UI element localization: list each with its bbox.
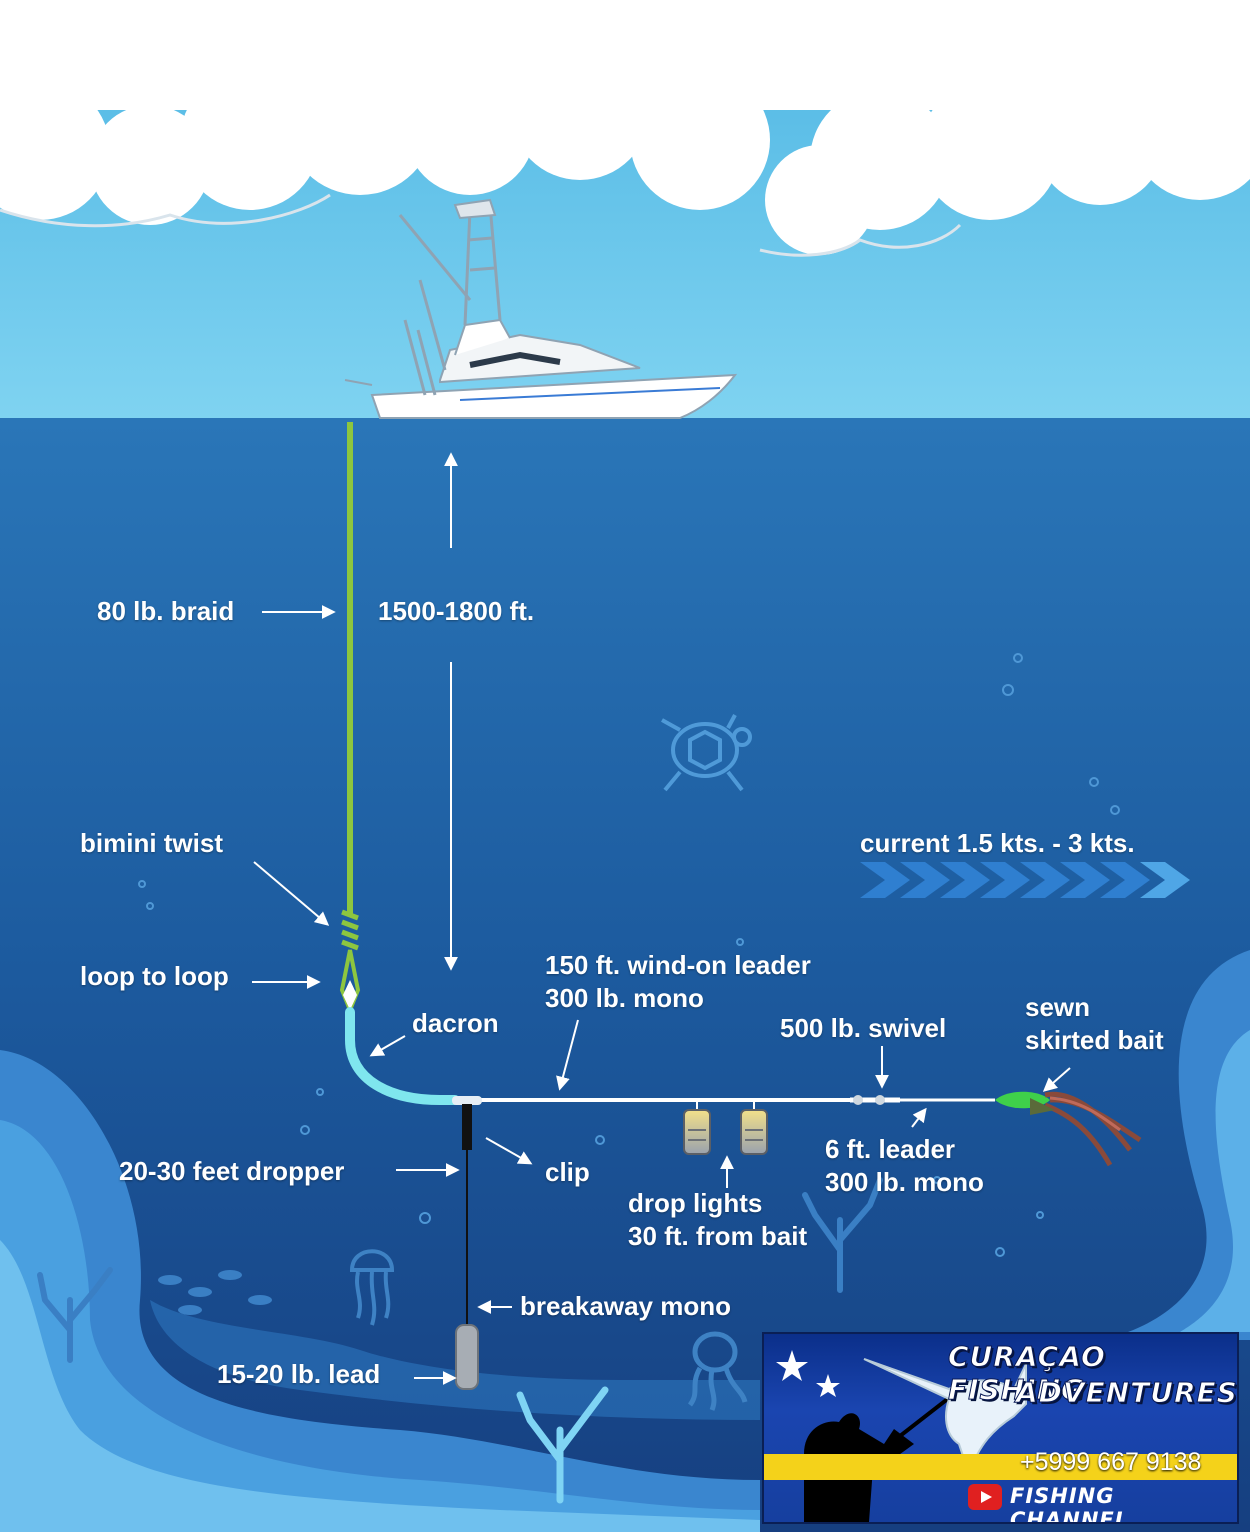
octopus-icon: [687, 1331, 748, 1411]
bait-label-line-1: sewn: [1025, 992, 1091, 1022]
logo-title-line-1: CURAÇAO FISHING: [948, 1340, 1106, 1407]
clip: [452, 1096, 482, 1105]
dacron-label: dacron: [412, 1008, 499, 1038]
lead-weight: [455, 1324, 479, 1390]
pointer-arrows: [252, 605, 1071, 1385]
clouds: [0, 0, 1250, 255]
phone-number: +5999 667 9138: [1020, 1448, 1202, 1476]
drop-lights-line-2: 30 ft. from bait: [628, 1221, 808, 1251]
clip-label: clip: [545, 1157, 590, 1187]
drop-light-2: [740, 1100, 768, 1155]
current-label: current 1.5 kts. - 3 kts.: [860, 828, 1135, 858]
loop-to-loop-label: loop to loop: [80, 961, 229, 991]
drop-light-1: [683, 1100, 711, 1155]
short-leader-label: 6 ft. leader 300 lb. mono: [825, 1133, 984, 1199]
swivel: [850, 1095, 900, 1105]
company-logo: CURAÇAO FISHING ADVENTURES +5999 667 913…: [762, 1332, 1239, 1524]
sportfishing-boat: [344, 198, 738, 419]
bimini-twist-knot: [341, 909, 359, 951]
cloud-shadows: [0, 193, 962, 257]
breakaway-label: breakaway mono: [520, 1291, 731, 1321]
swivel-label: 500 lb. swivel: [780, 1013, 947, 1043]
logo-title-line-2: ADVENTURES: [1016, 1376, 1238, 1410]
depth-label: 1500-1800 ft.: [378, 596, 535, 626]
coral-icon: [37, 1177, 883, 1363]
short-leader-length: 6 ft. leader: [825, 1134, 956, 1164]
wind-on-leader-strength: 300 lb. mono: [545, 983, 704, 1013]
dropper-label: 20-30 feet dropper: [119, 1156, 345, 1186]
bubbles: [138, 653, 1120, 1257]
current-arrows: [860, 862, 1190, 898]
turtle-icon: [661, 714, 752, 792]
coral-bottom-icon: [516, 1386, 609, 1504]
wind-on-leader-length: 150 ft. wind-on leader: [545, 950, 811, 980]
wind-on-leader-label: 150 ft. wind-on leader 300 lb. mono: [545, 949, 811, 1015]
dropper-sleeve: [462, 1104, 472, 1150]
flag-stripe: [764, 1454, 1237, 1480]
youtube-icon: [968, 1484, 1002, 1510]
dacron-line: [345, 1007, 460, 1105]
marlin-icon: [863, 1358, 1027, 1478]
drop-lights-label: drop lights 30 ft. from bait: [628, 1187, 807, 1253]
bait-label-line-2: skirted bait: [1025, 1025, 1164, 1055]
loop-to-loop-inner: [343, 980, 357, 1010]
bait-label: sewn skirted bait: [1025, 991, 1164, 1057]
lead-label: 15-20 lb. lead: [217, 1359, 381, 1389]
braid-label: 80 lb. braid: [97, 596, 235, 626]
jellyfish-icon: [349, 1249, 395, 1326]
skirted-bait: [995, 1091, 1142, 1167]
channel-label: FISHING CHANNEL: [1010, 1484, 1130, 1524]
star-icon-2: [816, 1374, 840, 1397]
short-leader-strength: 300 lb. mono: [825, 1167, 984, 1197]
fish-school-icon: [158, 1270, 272, 1315]
fishing-rod-icon: [862, 1392, 956, 1466]
bimini-twist-label: bimini twist: [80, 828, 223, 858]
star-icon: [776, 1350, 808, 1381]
drop-lights-line-1: drop lights: [628, 1188, 763, 1218]
